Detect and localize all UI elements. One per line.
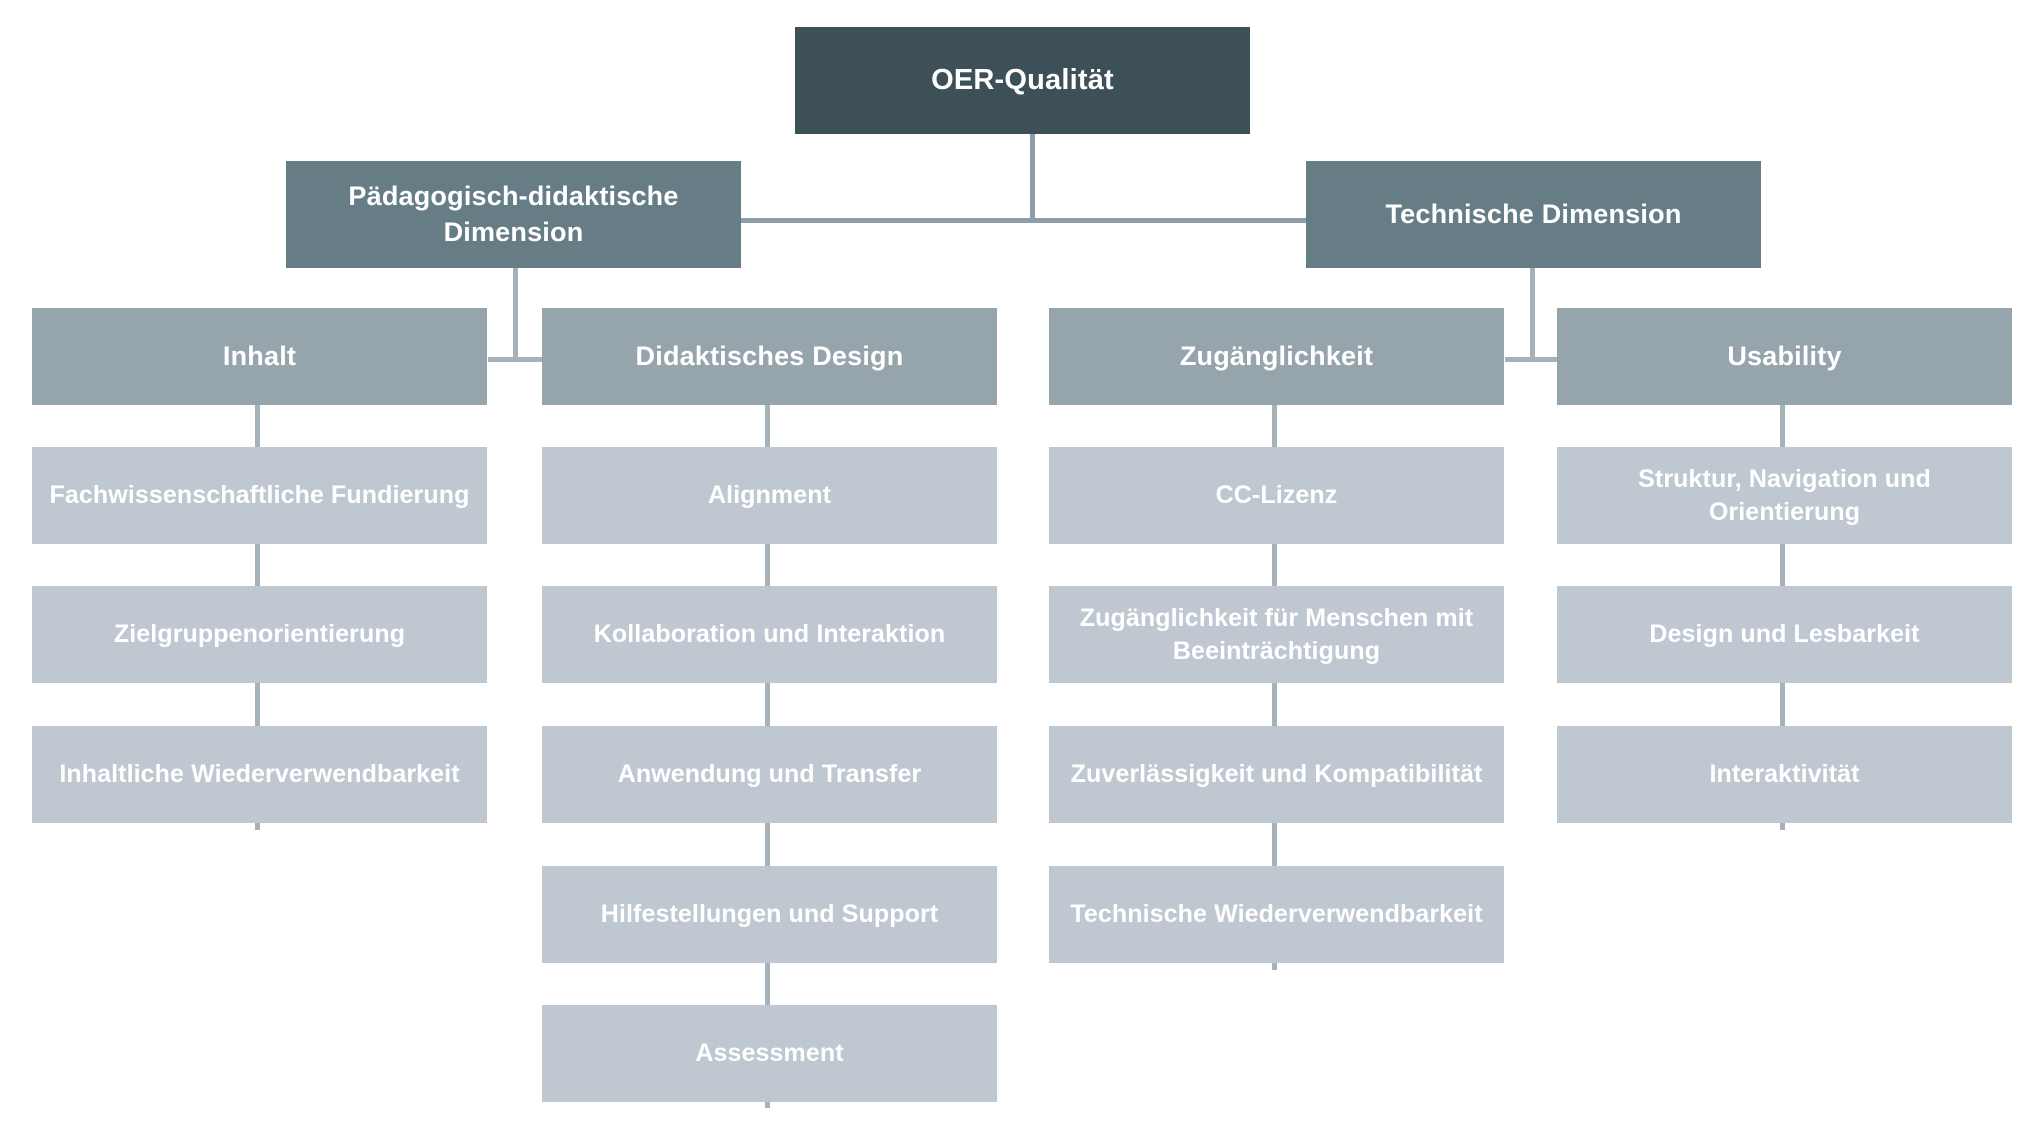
node-dimension-label: Technische Dimension <box>1385 198 1682 229</box>
connector-column-zugaenglichkeit <box>1272 400 1277 970</box>
node-leaf-inhaltliche-wiederverwendbarkeit[interactable]: Inhaltliche Wiederverwendbarkeit <box>32 726 487 823</box>
node-category-label: Zugänglichkeit <box>1179 340 1374 371</box>
node-dimension-label: Pädagogisch-didaktische Dimension <box>348 181 679 247</box>
node-leaf-label: Zuverlässigkeit und Kompatibilität <box>1070 760 1483 789</box>
connector-dimension-bar <box>738 218 1332 223</box>
node-leaf-zielgruppenorientierung[interactable]: Zielgruppenorientierung <box>32 586 487 683</box>
node-leaf-label: Alignment <box>707 481 832 510</box>
node-leaf-assessment[interactable]: Assessment <box>542 1005 997 1102</box>
node-leaf-label: Interaktivität <box>1709 760 1860 789</box>
connector-root-stem <box>1030 133 1035 219</box>
node-leaf-label: Assessment <box>695 1039 844 1068</box>
node-leaf-kollaboration-und-interaktion[interactable]: Kollaboration und Interaktion <box>542 586 997 683</box>
node-leaf-label: Technische Wiederverwendbarkeit <box>1070 900 1483 929</box>
connector-right-category-bridge <box>1505 357 1561 362</box>
node-root-label: OER-Qualität <box>931 63 1114 96</box>
node-leaf-label: Zielgruppenorientierung <box>113 620 406 649</box>
node-leaf-anwendung-und-transfer[interactable]: Anwendung und Transfer <box>542 726 997 823</box>
node-category-label: Didaktisches Design <box>635 340 904 371</box>
node-leaf-design-und-lesbarkeit[interactable]: Design und Lesbarkeit <box>1557 586 2012 683</box>
node-category-zugaenglichkeit[interactable]: Zugänglichkeit <box>1049 308 1504 405</box>
node-leaf-interaktivitaet[interactable]: Interaktivität <box>1557 726 2012 823</box>
connector-right-dimension-stem <box>1530 265 1535 360</box>
node-root-oer-qualitaet[interactable]: OER-Qualität <box>795 27 1250 134</box>
node-leaf-fachwissenschaftliche-fundierung[interactable]: Fachwissenschaftliche Fundierung <box>32 447 487 544</box>
node-leaf-zugaenglichkeit-fuer-menschen-mit-beeintraechtigung[interactable]: Zugänglichkeit für Menschen mit Beeinträ… <box>1049 586 1504 683</box>
node-leaf-label: Zugänglichkeit für Menschen mit Beeinträ… <box>1079 604 1474 665</box>
node-leaf-struktur-navigation-und-orientierung[interactable]: Struktur, Navigation und Orientierung <box>1557 447 2012 544</box>
node-leaf-technische-wiederverwendbarkeit[interactable]: Technische Wiederverwendbarkeit <box>1049 866 1504 963</box>
node-leaf-label: Hilfestellungen und Support <box>600 900 939 929</box>
node-leaf-label: CC-Lizenz <box>1215 481 1338 510</box>
node-leaf-alignment[interactable]: Alignment <box>542 447 997 544</box>
node-leaf-hilfestellungen-und-support[interactable]: Hilfestellungen und Support <box>542 866 997 963</box>
node-category-label: Usability <box>1727 340 1842 371</box>
node-leaf-label: Design und Lesbarkeit <box>1649 620 1920 649</box>
node-leaf-label: Struktur, Navigation und Orientierung <box>1638 465 1931 526</box>
node-leaf-label: Kollaboration und Interaktion <box>593 620 946 649</box>
node-category-label: Inhalt <box>222 340 297 371</box>
node-leaf-label: Fachwissenschaftliche Fundierung <box>49 481 470 510</box>
node-dimension-technisch[interactable]: Technische Dimension <box>1306 161 1761 268</box>
node-leaf-label: Inhaltliche Wiederverwendbarkeit <box>59 760 460 789</box>
node-leaf-zuverlaessigkeit-und-kompatibilitaet[interactable]: Zuverlässigkeit und Kompatibilität <box>1049 726 1504 823</box>
node-category-inhalt[interactable]: Inhalt <box>32 308 487 405</box>
node-leaf-label: Anwendung und Transfer <box>617 760 922 789</box>
node-leaf-cc-lizenz[interactable]: CC-Lizenz <box>1049 447 1504 544</box>
connector-left-category-bridge <box>488 357 544 362</box>
node-dimension-paedagogisch-didaktisch[interactable]: Pädagogisch-didaktische Dimension <box>286 161 741 268</box>
connector-left-dimension-stem <box>513 265 518 360</box>
node-category-usability[interactable]: Usability <box>1557 308 2012 405</box>
node-category-didaktisches-design[interactable]: Didaktisches Design <box>542 308 997 405</box>
